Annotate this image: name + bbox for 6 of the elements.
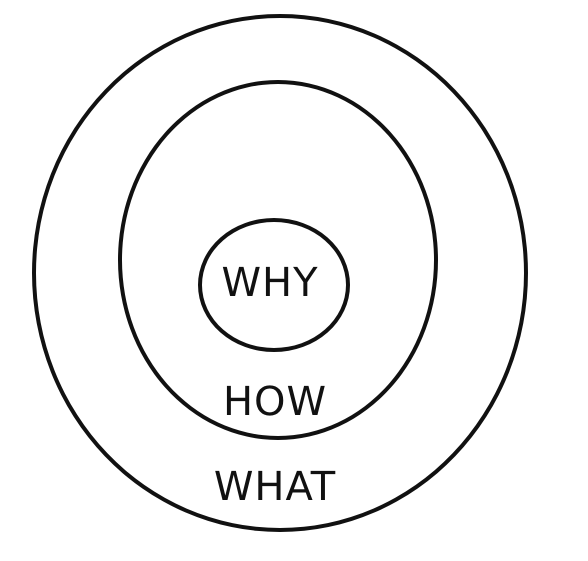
circle-label: HOW: [222, 379, 328, 425]
outer-circle: [32, 14, 528, 532]
circle-label: WHAT: [214, 464, 336, 510]
circle-label: WHY: [221, 260, 319, 306]
inner-circle: [198, 218, 350, 352]
middle-circle: [118, 80, 438, 440]
